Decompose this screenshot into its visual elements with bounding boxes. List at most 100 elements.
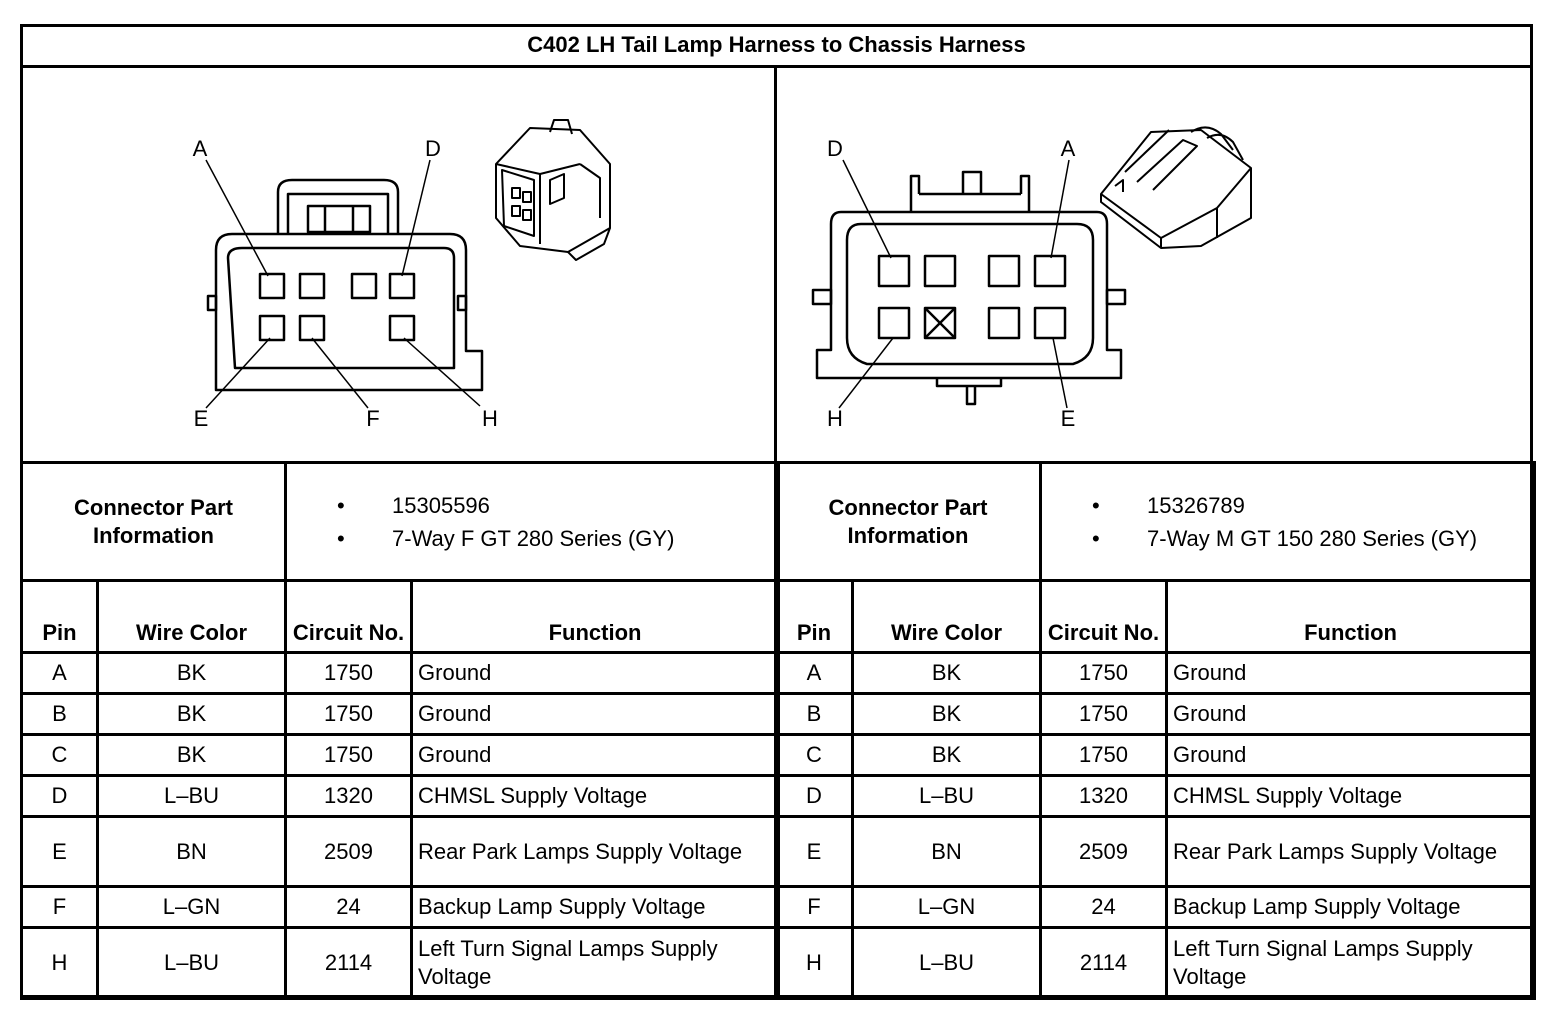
cell-circuit: 24: [284, 885, 414, 929]
cell-circuit: 1750: [284, 692, 414, 736]
cell-circuit: 24: [1039, 885, 1169, 929]
right-pinout-table: Connector Part Information 15326789 7-Wa…: [773, 461, 1537, 1000]
cell-pin: E: [774, 815, 854, 888]
pin-label-h: H: [827, 406, 843, 431]
table-row: F L–GN 24 Backup Lamp Supply Voltage: [774, 885, 1537, 929]
cavity-a: [1033, 254, 1067, 288]
cavity-f: [298, 314, 326, 342]
cell-wire-color: L–BU: [850, 926, 1043, 1000]
cell-wire-color: BK: [850, 733, 1043, 777]
cavity-h: [388, 314, 416, 342]
cell-circuit: 1320: [1039, 774, 1169, 818]
table-row: F L–GN 24 Backup Lamp Supply Voltage: [20, 885, 781, 929]
cell-function: Ground: [410, 651, 781, 695]
pin-label-a: A: [193, 136, 208, 161]
connector-description: 7-Way M GT 150 280 Series (GY): [1092, 522, 1533, 555]
latch-housing: [276, 178, 400, 234]
leader-line-h: [838, 337, 894, 409]
header-function: Function: [410, 579, 781, 654]
cell-wire-color: BK: [95, 651, 288, 695]
cell-pin: H: [20, 926, 99, 1000]
cell-wire-color: L–GN: [850, 885, 1043, 929]
latch-inner: [286, 192, 390, 234]
side-nub-left: [206, 294, 218, 312]
latch-tab: [306, 204, 372, 234]
left-connector-iso-view: [495, 119, 611, 261]
header-circuit: Circuit No.: [1039, 579, 1169, 654]
cell-pin: E: [20, 815, 99, 888]
cell-circuit: 1320: [284, 774, 414, 818]
top-tab-left: [909, 174, 921, 212]
side-nub-left: [811, 288, 833, 306]
connector-body-inner: [226, 246, 456, 370]
table-row: A BK 1750 Ground: [774, 651, 1537, 695]
part-info-label: Connector Part Information: [19, 461, 288, 582]
cell-pin: C: [20, 733, 99, 777]
bottom-key: [965, 386, 977, 406]
header-function: Function: [1165, 579, 1537, 654]
leader-line-e: [205, 337, 271, 409]
part-info-values: 15305596 7-Way F GT 280 Series (GY): [284, 461, 781, 582]
table-row: C BK 1750 Ground: [20, 733, 781, 777]
bottom-rib: [935, 378, 1003, 388]
table-row: H L–BU 2114 Left Turn Signal Lamps Suppl…: [774, 926, 1537, 1000]
part-info-label: Connector Part Information: [773, 461, 1043, 582]
cavity-b: [298, 272, 326, 300]
cell-wire-color: BK: [850, 692, 1043, 736]
leader-line-d: [842, 159, 892, 259]
cell-pin: B: [774, 692, 854, 736]
cell-pin: H: [774, 926, 854, 1000]
cell-pin: D: [774, 774, 854, 818]
cell-function: CHMSL Supply Voltage: [1165, 774, 1537, 818]
cell-circuit: 1750: [284, 733, 414, 777]
top-tab-center: [961, 170, 983, 194]
table-row: D L–BU 1320 CHMSL Supply Voltage: [20, 774, 781, 818]
cavity-h: [877, 306, 911, 340]
cell-circuit: 2509: [284, 815, 414, 888]
table-row: B BK 1750 Ground: [20, 692, 781, 736]
cavity-e: [1033, 306, 1067, 340]
right-connector-diagram: D A H E: [777, 68, 1533, 463]
side-nub-right: [456, 294, 468, 312]
cell-circuit: 2509: [1039, 815, 1169, 888]
cell-circuit: 1750: [1039, 651, 1169, 695]
connector-body-inner: [845, 222, 1095, 366]
cell-circuit: 1750: [1039, 692, 1169, 736]
cell-circuit: 1750: [284, 651, 414, 695]
cell-circuit: 1750: [1039, 733, 1169, 777]
cell-wire-color: BK: [850, 651, 1043, 695]
cell-pin: A: [20, 651, 99, 695]
header-row: Pin Wire Color Circuit No. Function: [774, 579, 1537, 654]
right-connector-iso-view: [1100, 126, 1252, 249]
cell-function: Ground: [1165, 733, 1537, 777]
table-row: H L–BU 2114 Left Turn Signal Lamps Suppl…: [20, 926, 781, 1000]
cell-pin: F: [20, 885, 99, 929]
leader-line-d: [401, 159, 431, 277]
pin-label-f: F: [366, 406, 379, 431]
leader-line-a: [205, 159, 269, 277]
part-info-values: 15326789 7-Way M GT 150 280 Series (GY): [1039, 461, 1537, 582]
cell-wire-color: BK: [95, 692, 288, 736]
pin-label-a: A: [1061, 136, 1076, 161]
right-connector-svg: D A H E: [811, 126, 1252, 431]
leader-line-h: [403, 337, 481, 407]
header-circuit: Circuit No.: [284, 579, 414, 654]
cell-wire-color: BK: [95, 733, 288, 777]
side-nub-right: [1105, 288, 1127, 306]
part-number: 15305596: [337, 489, 777, 522]
cell-function: Backup Lamp Supply Voltage: [1165, 885, 1537, 929]
header-pin: Pin: [20, 579, 99, 654]
header-pin: Pin: [774, 579, 854, 654]
cavity-d: [388, 272, 416, 300]
pin-label-h: H: [482, 406, 498, 431]
cell-pin: C: [774, 733, 854, 777]
cavity-e: [258, 314, 286, 342]
cell-pin: B: [20, 692, 99, 736]
pin-label-d: D: [827, 136, 843, 161]
table-row: D L–BU 1320 CHMSL Supply Voltage: [774, 774, 1537, 818]
cell-function: Rear Park Lamps Supply Voltage: [410, 815, 781, 888]
cell-circuit: 2114: [1039, 926, 1169, 1000]
connector-description: 7-Way F GT 280 Series (GY): [337, 522, 777, 555]
cavity-c: [350, 272, 378, 300]
cell-function: Rear Park Lamps Supply Voltage: [1165, 815, 1537, 888]
